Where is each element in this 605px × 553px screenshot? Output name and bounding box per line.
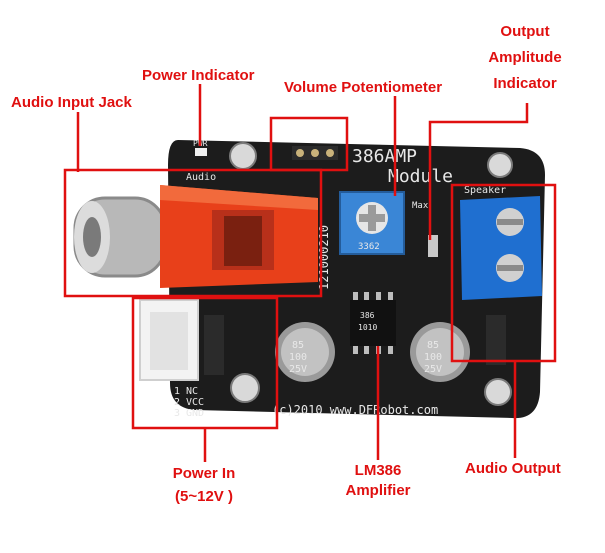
label-lm386-line1: LM386 <box>354 462 402 479</box>
pin-label-nc: NC <box>186 386 198 397</box>
board-title-line2: Module <box>388 166 453 187</box>
label-audio-input-jack: Audio Input Jack <box>11 94 132 111</box>
pin-label-3: 3 <box>174 408 180 419</box>
label-power-in: Power In (5~12V ) <box>145 464 263 506</box>
cap-left-line1: 85 <box>292 340 304 351</box>
audio-tag: Audio <box>186 172 216 183</box>
ic-marking-2: 1010 <box>358 323 377 332</box>
box-audio-output <box>450 183 557 363</box>
label-output-amplitude-line1: Output <box>500 23 550 40</box>
pin-label-gnd: GND <box>186 408 204 419</box>
cap-right-line2: 100 <box>424 352 442 363</box>
pin-label-vcc: VCC <box>186 397 204 408</box>
pin-label-2: 2 <box>174 397 180 408</box>
capacitor-left <box>275 322 335 382</box>
label-volume-potentiometer: Volume Potentiometer <box>284 79 443 96</box>
label-lm386-line2: Amplifier <box>345 482 411 499</box>
box-output-amplitude <box>269 116 349 172</box>
part-number: 121000210 <box>317 225 331 290</box>
copyright-text: (c)2010 www.DFRobot.com <box>272 403 438 417</box>
cap-left-line2: 100 <box>289 352 307 363</box>
label-audio-output: Audio Output <box>465 460 561 477</box>
power-connector-illustration <box>139 299 224 381</box>
label-power-in-line2: (5~12V ) <box>175 488 233 505</box>
cap-right-line1: 85 <box>427 340 439 351</box>
smd-resistor <box>428 235 438 257</box>
highlight-boxes <box>63 116 557 430</box>
box-audio-input <box>63 168 323 298</box>
pin-label-1: 1 <box>174 386 180 397</box>
leader-output-amplitude <box>428 103 529 240</box>
label-output-amplitude-line3: Indicator <box>493 75 557 92</box>
power-led <box>195 148 207 156</box>
audio-jack-illustration <box>73 185 318 288</box>
ic-marking-1: 386 <box>360 311 375 320</box>
mounting-holes <box>229 142 513 406</box>
header-pins-top <box>292 146 338 160</box>
leader-lines <box>76 84 529 462</box>
board-title-line1: 386AMP <box>352 146 417 167</box>
terminal-block-illustration <box>460 196 542 300</box>
max-tag: Max <box>412 201 429 211</box>
label-output-amplitude-indicator: Output Amplitude Indicator <box>470 22 580 93</box>
header-pins-output <box>486 315 506 365</box>
label-power-indicator: Power Indicator <box>142 67 255 84</box>
label-output-amplitude-line2: Amplitude <box>488 49 562 66</box>
pot-marking: 3362 <box>358 242 380 252</box>
label-lm386-amplifier: LM386 Amplifier <box>328 461 428 500</box>
potentiometer-illustration <box>339 191 405 255</box>
speaker-tag: Speaker <box>464 185 506 196</box>
label-power-in-line1: Power In <box>172 465 236 482</box>
cap-right-line3: 25V <box>424 364 442 375</box>
cap-left-line3: 25V <box>289 364 307 375</box>
lm386-ic <box>350 292 396 354</box>
